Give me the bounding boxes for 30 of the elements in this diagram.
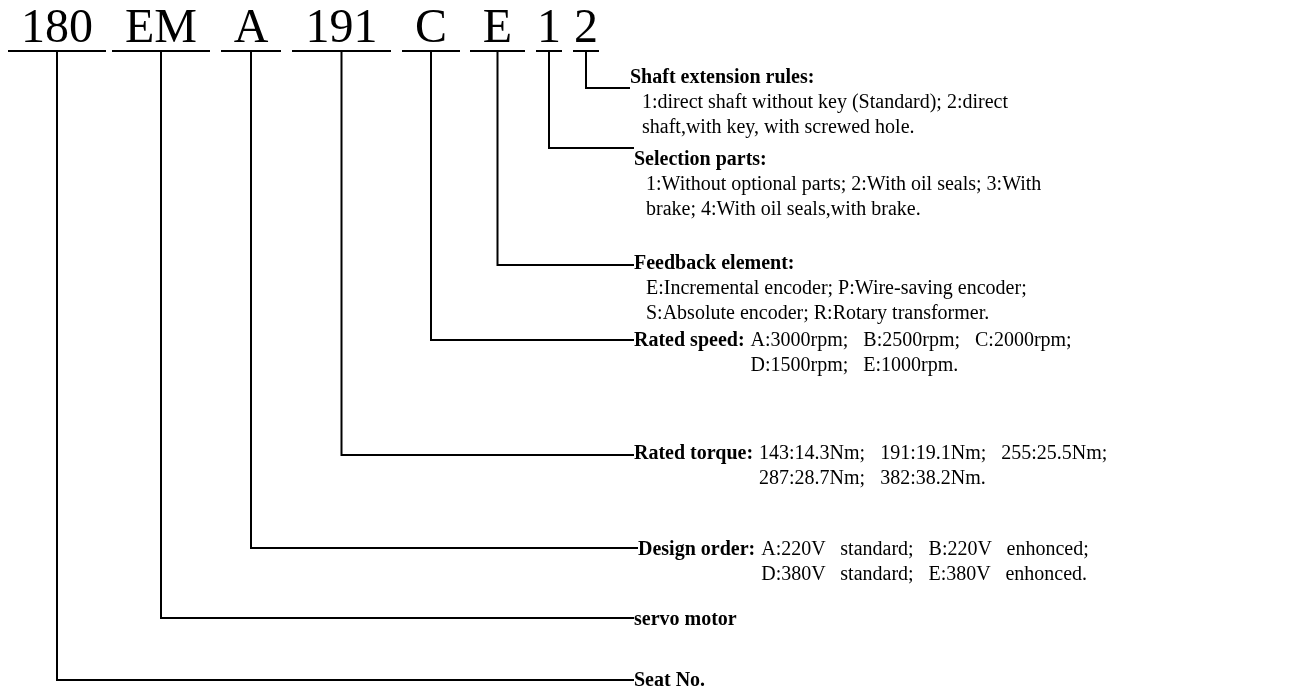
- code-segment: 1: [536, 2, 562, 52]
- heading-text: servo motor: [634, 606, 737, 631]
- heading-text: Seat No.: [634, 667, 706, 687]
- heading-text: Rated torque:: [634, 440, 754, 465]
- code-segment: 180: [8, 2, 106, 52]
- leader-line: [548, 51, 635, 149]
- code-segment: E: [470, 2, 525, 52]
- leader-line: [56, 51, 635, 681]
- code-segment: C: [402, 2, 460, 52]
- heading-text: Shaft extension rules:: [630, 65, 815, 87]
- description-text: 143:14.3Nm; 191:19.1Nm; 255:25.5Nm; 287:28.7Nm; 382:38.2Nm.: [759, 440, 1109, 490]
- code-segment: 2: [573, 2, 599, 52]
- description-text: 1:direct shaft without key (Standard); 2:direct shaft,with key, with screwed hole.: [641, 89, 1009, 139]
- leader-line: [585, 51, 631, 89]
- heading-text: Rated speed:: [634, 327, 745, 352]
- leader-line: [250, 51, 639, 549]
- leader-line: [496, 51, 635, 266]
- leader-line: [340, 51, 635, 456]
- description-text: 1:Without optional parts; 2:With oil seals; 3:With brake; 4:With oil seals,with brake.: [645, 171, 1043, 221]
- code-segment: A: [221, 2, 281, 52]
- code-segment: EM: [112, 2, 210, 52]
- leader-line: [430, 51, 635, 341]
- heading-text: Feedback element:: [634, 251, 795, 273]
- leader-line: [160, 51, 635, 619]
- heading-text: Selection parts:: [634, 147, 767, 169]
- description-text: A:220V standard; B:220V enhonced; D:380V standard; E:380V enhonced.: [761, 536, 1090, 586]
- description-text: E:Incremental encoder; P:Wire-saving encoder; S:Absolute encoder; R:Rotary transformer.: [645, 275, 1028, 325]
- code-segment: 191: [292, 2, 391, 52]
- description-text: A:3000rpm; B:2500rpm; C:2000rpm; D:1500rpm; E:1000rpm.: [750, 327, 1073, 377]
- heading-text: Design order:: [638, 536, 756, 561]
